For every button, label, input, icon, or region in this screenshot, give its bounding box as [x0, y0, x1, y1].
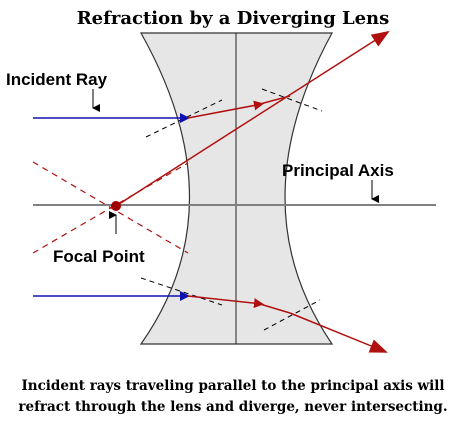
emergent-ray-top — [115, 30, 390, 207]
focal-point-dot — [111, 201, 121, 211]
caption-line-2: refract through the lens and diverge, ne… — [18, 399, 447, 415]
emergent-ray-bottom — [289, 312, 388, 353]
refracted-ray-bottom-inside — [187, 295, 264, 309]
caption-line-1: Incident rays traveling parallel to the … — [21, 378, 444, 394]
principal-axis-label: Principal Axis — [282, 161, 394, 180]
normal-lines — [140, 88, 323, 331]
virtual-ray-extensions — [32, 161, 189, 254]
refracted-ray-top-inside — [187, 100, 264, 119]
refracted-ray-bottom-inside-b — [259, 303, 291, 314]
diagram-title: Refraction by a Diverging Lens — [77, 8, 390, 29]
incident-ray-label: Incident Ray — [6, 70, 108, 89]
focal-point-label: Focal Point — [53, 247, 145, 266]
